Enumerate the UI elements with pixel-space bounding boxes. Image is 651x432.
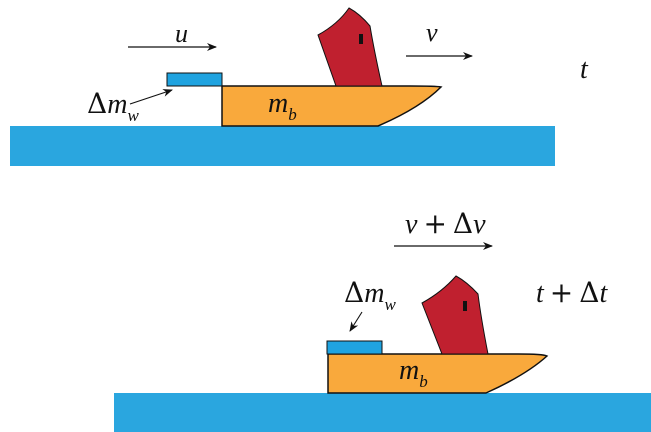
water-mass-label-bottom: Δmw xyxy=(344,276,396,314)
sail-bottom xyxy=(422,276,488,354)
time-label-top: t xyxy=(580,54,589,85)
water-mass-label-top: Δmw xyxy=(87,87,139,125)
water-chunk-top xyxy=(167,73,222,86)
boat-hull-top xyxy=(222,86,441,126)
water-surface-top xyxy=(10,126,555,166)
water-chunk-bottom xyxy=(327,341,382,354)
water-mass-pointer-top xyxy=(130,90,172,104)
bottom-scene: v+Δv t+Δt Δmw mb xyxy=(114,207,651,432)
time-label-bottom: t+Δt xyxy=(536,276,608,309)
water-mass-pointer-bottom xyxy=(350,312,362,331)
water-surface-bottom xyxy=(114,393,651,432)
boat-velocity-label-bottom: v+Δv xyxy=(405,207,486,240)
boat-velocity-label-top: v xyxy=(426,18,438,47)
top-scene: u v t Δmw mb xyxy=(10,8,589,166)
sail-window-bottom xyxy=(463,301,467,311)
water-velocity-label-top: u xyxy=(175,19,188,48)
sail-window-top xyxy=(359,34,363,44)
boat-hull-bottom xyxy=(328,354,547,393)
sail-top xyxy=(318,8,382,86)
